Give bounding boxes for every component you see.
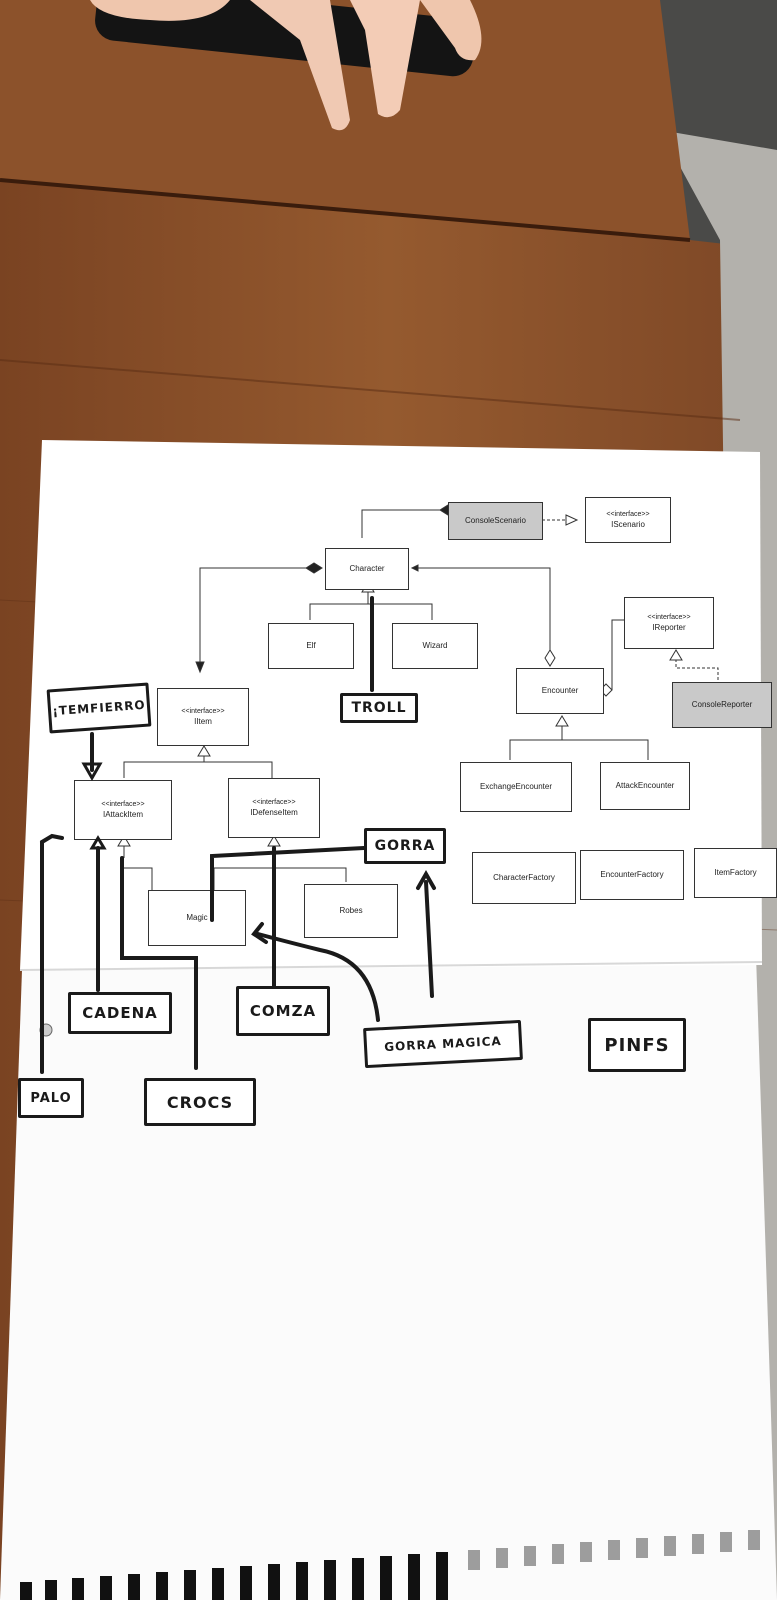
- class-exchangeencounter: ExchangeEncounter: [460, 762, 572, 812]
- class-name: CharacterFactory: [493, 873, 555, 882]
- class-iitem: <<interface>> IItem: [157, 688, 249, 746]
- class-idefenseitem: <<interface>> IDefenseItem: [228, 778, 320, 838]
- class-iscenario: <<interface>> IScenario: [585, 497, 671, 543]
- class-consolescenario: ConsoleScenario: [448, 502, 543, 540]
- stereotype: <<interface>>: [101, 801, 145, 808]
- class-name: EncounterFactory: [600, 870, 664, 879]
- class-consolereporter: ConsoleReporter: [672, 682, 772, 728]
- note-text: PINFS: [604, 1034, 670, 1056]
- note-itemfierro: ¡TEMFIERRO: [46, 682, 152, 734]
- class-encounterfactory: EncounterFactory: [580, 850, 684, 900]
- note-troll: TROLL: [340, 693, 418, 723]
- class-elf: Elf: [268, 623, 354, 669]
- class-attackencounter: AttackEncounter: [600, 762, 690, 810]
- class-name: ConsoleReporter: [691, 700, 753, 709]
- class-encounter: Encounter: [516, 668, 604, 714]
- class-name: IAttackItem: [102, 810, 143, 819]
- class-name: Magic: [186, 913, 208, 922]
- class-characterfactory: CharacterFactory: [472, 852, 576, 904]
- note-text: CADENA: [82, 1004, 158, 1022]
- note-cadena: CADENA: [68, 992, 172, 1034]
- class-name: ExchangeEncounter: [479, 782, 553, 791]
- note-text: ¡TEMFIERRO: [51, 697, 147, 719]
- note-palo: PALO: [18, 1078, 84, 1118]
- class-ireporter: <<interface>> IReporter: [624, 597, 714, 649]
- note-crocs: CROCS: [144, 1078, 256, 1126]
- class-name: Encounter: [541, 686, 579, 695]
- stereotype: <<interface>>: [647, 614, 691, 621]
- stereotype: <<interface>>: [181, 708, 225, 715]
- note-text: GORRA: [374, 838, 436, 854]
- note-text: COMZA: [249, 1002, 317, 1020]
- note-text: GORRA MAGICA: [383, 1033, 503, 1055]
- class-itemfactory: ItemFactory: [694, 848, 777, 898]
- class-magic: Magic: [148, 890, 246, 946]
- class-robes: Robes: [304, 884, 398, 938]
- class-name: IScenario: [611, 520, 645, 529]
- class-character: Character: [325, 548, 409, 590]
- class-iattackitem: <<interface>> IAttackItem: [74, 780, 172, 840]
- class-name: Character: [349, 564, 385, 573]
- note-comza: COMZA: [236, 986, 330, 1036]
- stereotype: <<interface>>: [252, 799, 296, 806]
- class-name: AttackEncounter: [615, 781, 675, 790]
- class-name: Robes: [339, 906, 363, 915]
- class-name: IItem: [194, 717, 212, 726]
- class-name: Elf: [306, 641, 316, 650]
- stereotype: <<interface>>: [606, 511, 650, 518]
- note-text: TROLL: [351, 700, 407, 716]
- note-text: CROCS: [166, 1092, 234, 1112]
- class-name: IDefenseItem: [250, 808, 298, 817]
- class-wizard: Wizard: [392, 623, 478, 669]
- note-text: PALO: [30, 1090, 72, 1106]
- note-gorra: GORRA: [364, 828, 446, 864]
- class-name: ConsoleScenario: [465, 516, 526, 525]
- note-pinfs: PINFS: [588, 1018, 686, 1072]
- class-name: ItemFactory: [714, 868, 757, 877]
- class-name: Wizard: [422, 641, 448, 650]
- note-gorra-magica: GORRA MAGICA: [363, 1019, 523, 1069]
- class-name: IReporter: [652, 623, 686, 632]
